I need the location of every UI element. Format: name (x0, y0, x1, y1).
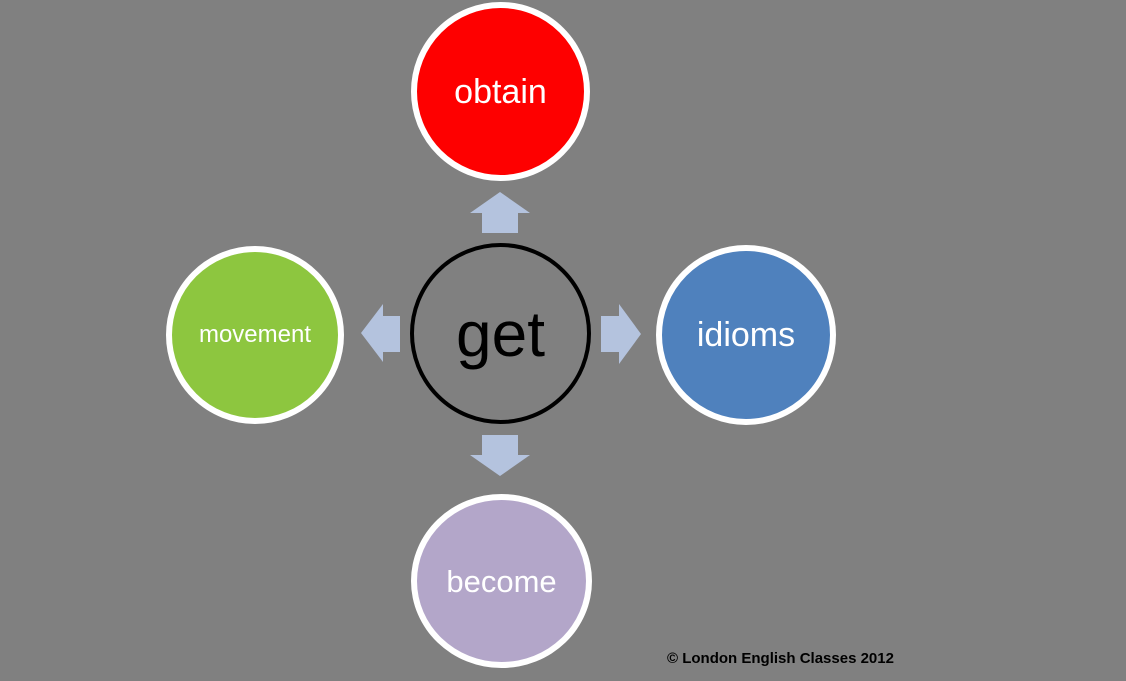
node-idioms-label: idioms (696, 316, 796, 354)
node-movement-label: movement (198, 321, 312, 348)
arrow-left-icon (361, 304, 400, 362)
node-movement: movement (166, 246, 344, 424)
copyright-text: © London English Classes 2012 (667, 650, 894, 667)
node-become-label: become (446, 563, 557, 599)
arrow-down-icon (470, 435, 530, 476)
arrow-right-icon (601, 304, 641, 364)
node-obtain: obtain (411, 2, 590, 181)
arrow-up-icon (470, 192, 530, 233)
node-idioms: idioms (656, 245, 836, 425)
node-obtain-label: obtain (454, 72, 547, 111)
node-get: get (410, 243, 591, 424)
node-become: become (411, 494, 592, 668)
node-get-label: get (456, 297, 545, 370)
